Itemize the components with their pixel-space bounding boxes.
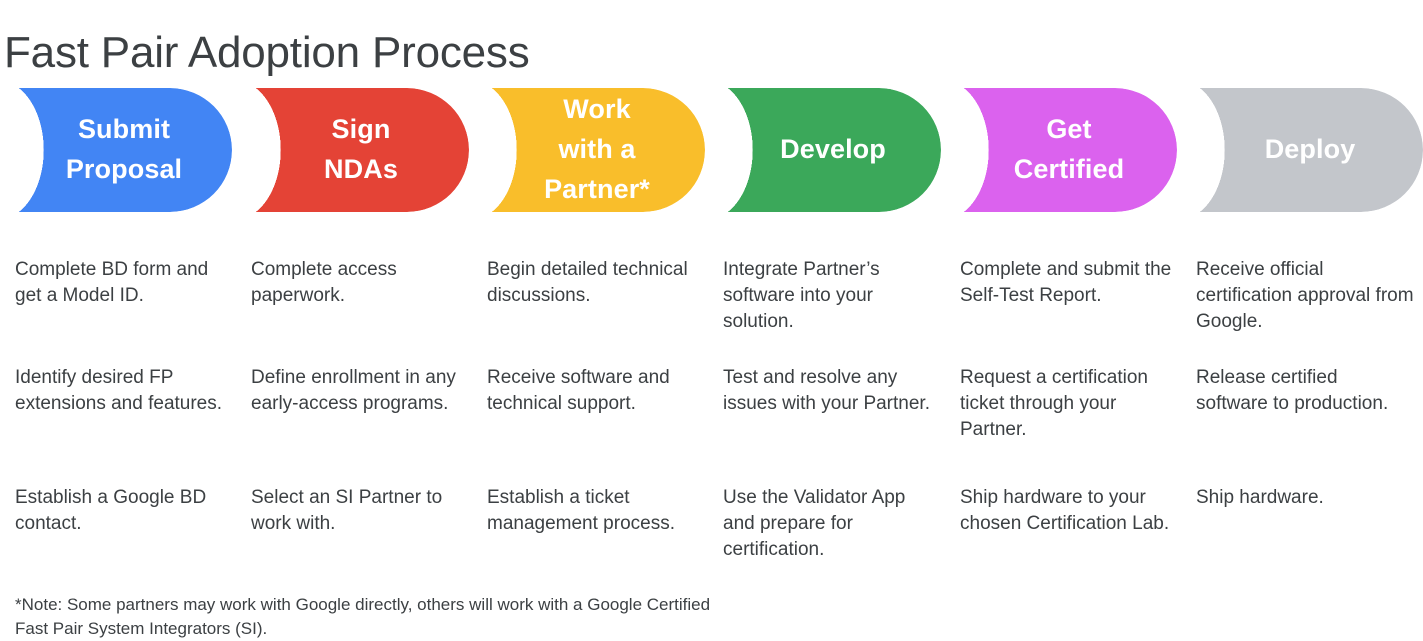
detail-item: Complete and submit the Self-Test Report… — [960, 259, 1172, 307]
chevron-shape-icon — [237, 88, 469, 212]
page-title: Fast Pair Adoption Process — [4, 28, 530, 78]
process-step-label: Develop — [780, 134, 886, 165]
process-step-label: Deploy — [1264, 134, 1356, 165]
process-step-label: Get Certified — [1013, 114, 1125, 184]
detail-item: Define enrollment in any early-access pr… — [251, 367, 456, 415]
process-step-deploy[interactable]: Deploy — [1181, 88, 1423, 212]
detail-item: Request a certification ticket through y… — [960, 367, 1148, 441]
detail-item: Test and resolve any issues with your Pa… — [723, 367, 930, 415]
detail-item: Complete BD form and get a Model ID. — [15, 259, 209, 307]
process-step-label: Submit Proposal — [65, 114, 183, 184]
detail-item: Establish a Google BD contact. — [15, 487, 207, 535]
detail-item: Select an SI Partner to work with. — [251, 487, 443, 535]
process-chevron-banner: Submit Proposal Sign NDAs Work with a Pa… — [0, 88, 1423, 212]
chevron-shape-icon — [945, 88, 1177, 212]
process-details-grid: Complete BD form and get a Model ID. Ide… — [0, 238, 1423, 560]
chevron-shape-icon — [1181, 88, 1423, 212]
detail-item: Complete access paperwork. — [251, 259, 397, 307]
detail-item: Identify desired FP extensions and featu… — [15, 367, 223, 415]
detail-item: Begin detailed technical discussions. — [487, 259, 688, 307]
process-step-work-with-a-partner[interactable]: Work with a Partner* — [473, 88, 705, 212]
detail-item: Receive software and technical support. — [487, 367, 670, 415]
process-step-sign-ndas[interactable]: Sign NDAs — [237, 88, 469, 212]
detail-item: Release certified software to production… — [1196, 367, 1389, 415]
chevron-shape-icon — [709, 88, 941, 212]
detail-item: Ship hardware. — [1196, 487, 1324, 508]
chevron-shape-icon — [0, 88, 232, 212]
detail-item: Receive official certification approval … — [1196, 259, 1414, 333]
detail-item: Integrate Partner’s software into your s… — [723, 259, 880, 333]
detail-item: Use the Validator App and prepare for ce… — [723, 487, 906, 561]
process-step-develop[interactable]: Develop — [709, 88, 941, 212]
chevron-shape-icon — [473, 88, 705, 212]
footnote-note: *Note: Some partners may work with Googl… — [15, 595, 711, 639]
process-step-label: Sign NDAs — [324, 114, 398, 184]
process-step-get-certified[interactable]: Get Certified — [945, 88, 1177, 212]
process-step-submit-proposal[interactable]: Submit Proposal — [0, 88, 232, 212]
detail-item: Ship hardware to your chosen Certificati… — [960, 487, 1170, 535]
detail-item: Establish a ticket management process. — [487, 487, 675, 535]
process-step-label: Work with a Partner* — [544, 94, 650, 204]
